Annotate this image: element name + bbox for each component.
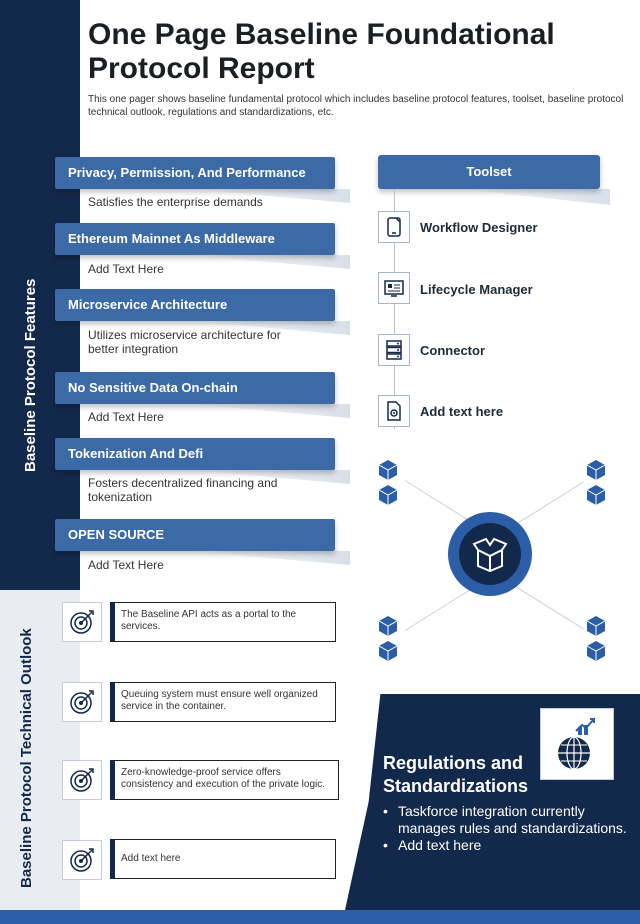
server-icon	[378, 334, 410, 366]
regulations-bullet: Add text here	[383, 837, 633, 854]
page-title: One Page Baseline Foundational Protocol …	[88, 18, 555, 85]
toolset-shadow	[460, 189, 610, 205]
tablet-icon	[378, 211, 410, 243]
feature-heading: Ethereum Mainnet As Middleware	[55, 223, 335, 255]
gear-doc-icon	[378, 395, 410, 427]
side-label-features: Baseline Protocol Features	[22, 278, 39, 472]
target-icon	[62, 840, 102, 880]
bottom-bar	[0, 910, 640, 924]
feature-desc: Add Text Here	[88, 558, 164, 572]
target-icon	[62, 760, 102, 800]
feature-desc: Add Text Here	[88, 262, 164, 276]
page-subtitle: This one pager shows baseline fundamenta…	[88, 94, 624, 118]
outlook-text: Zero-knowledge-proof service offers cons…	[110, 760, 339, 800]
feature-desc: Add Text Here	[88, 410, 164, 424]
regulations-list: Taskforce integration currently manages …	[383, 803, 633, 854]
hub-circle	[448, 512, 532, 596]
tool-label: Connector	[420, 343, 485, 358]
toolset-heading: Toolset	[378, 155, 600, 189]
regulations-title: Regulations and Standardizations	[383, 753, 529, 796]
outlook-text: Queuing system must ensure well organize…	[110, 682, 336, 722]
feature-desc: Utilizes microservice architecture for b…	[88, 328, 281, 356]
tool-label: Lifecycle Manager	[420, 282, 533, 297]
open-box-icon	[459, 523, 521, 585]
cubes-icon	[585, 614, 607, 669]
toolset-connector-line	[394, 189, 395, 429]
side-label-outlook: Baseline Protocol Technical Outlook	[18, 628, 35, 888]
cubes-icon	[377, 614, 399, 669]
tool-label: Workflow Designer	[420, 220, 538, 235]
cubes-icon	[377, 458, 399, 513]
outlook-text: The Baseline API acts as a portal to the…	[110, 602, 336, 642]
feature-heading: Tokenization And Defi	[55, 438, 335, 470]
target-icon	[62, 602, 102, 642]
feature-heading: OPEN SOURCE	[55, 519, 335, 551]
feature-heading: No Sensitive Data On-chain	[55, 372, 335, 404]
target-icon	[62, 682, 102, 722]
dashboard-icon	[378, 272, 410, 304]
feature-heading: Microservice Architecture	[55, 289, 335, 321]
outlook-text: Add text here	[110, 839, 336, 879]
feature-desc: Satisfies the enterprise demands	[88, 195, 263, 209]
feature-heading: Privacy, Permission, And Performance	[55, 157, 335, 189]
tool-label: Add text here	[420, 404, 504, 419]
globe-chart-icon	[540, 708, 614, 780]
regulations-bullet: Taskforce integration currently manages …	[383, 803, 633, 837]
feature-desc: Fosters decentralized financing and toke…	[88, 476, 278, 504]
cubes-icon	[585, 458, 607, 513]
